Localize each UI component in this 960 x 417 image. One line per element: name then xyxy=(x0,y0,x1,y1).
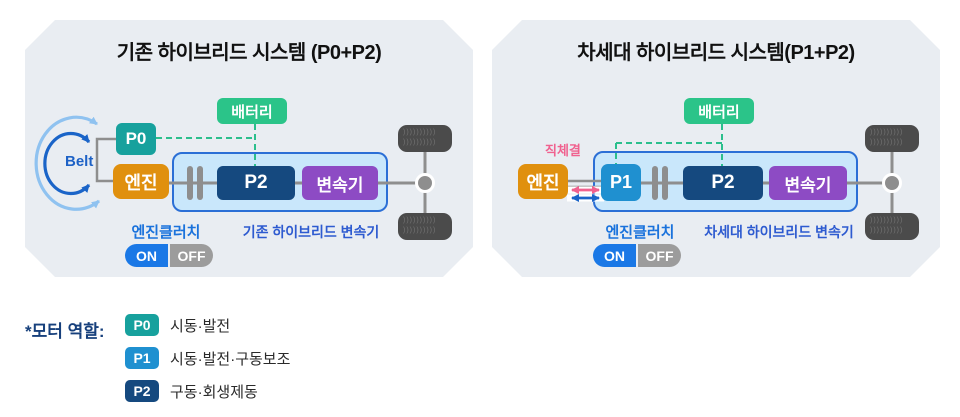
panel-title: 기존 하이브리드 시스템 (P0+P2) xyxy=(116,42,382,64)
transmission-box: 변속기 xyxy=(302,166,378,200)
motor-p0-box: P0 xyxy=(116,123,156,155)
legend-text-p0: 시동·발전 xyxy=(170,317,231,335)
panel-title: 차세대 하이브리드 시스템(P1+P2) xyxy=(577,42,855,64)
toggle-off-button[interactable]: OFF xyxy=(170,244,213,267)
engine-p1-shaft-lines xyxy=(568,181,601,187)
engine-box: 엔진 xyxy=(113,164,169,199)
direct-link-label: 직체결 xyxy=(545,143,581,158)
axle-joint xyxy=(417,175,434,192)
motor-p2-box: P2 xyxy=(217,166,295,200)
toggle-on-button[interactable]: ON xyxy=(125,244,168,267)
engine-clutch-caption: 엔진클러치 xyxy=(131,224,201,241)
panel-nextgen-hybrid-system: 차세대 하이브리드 시스템(P1+P2) 직체결 배터리 엔진 P1 P2 변속… xyxy=(492,20,940,277)
clutch-bar-icon xyxy=(662,166,668,200)
axle-joint xyxy=(884,175,901,192)
toggle-on-button[interactable]: ON xyxy=(593,244,636,267)
gearbox-caption: 기존 하이브리드 변속기 xyxy=(242,224,380,240)
diagram-lines-layer xyxy=(492,20,940,277)
p0-engine-link-line xyxy=(97,139,116,181)
wheel xyxy=(865,213,919,240)
engine-box: 엔진 xyxy=(518,164,568,199)
legend-text-p2: 구동·회생제동 xyxy=(170,383,258,401)
belt-outer-arrow xyxy=(36,117,99,209)
engine-clutch-toggle[interactable]: ON OFF xyxy=(593,244,681,267)
belt-inner-arrow xyxy=(45,134,89,194)
belt-label: Belt xyxy=(65,153,94,170)
clutch-bar-icon xyxy=(197,166,203,200)
legend-badge-p1: P1 xyxy=(125,347,159,369)
toggle-off-button[interactable]: OFF xyxy=(638,244,681,267)
motor-p1-box: P1 xyxy=(601,164,641,201)
clutch-bar-icon xyxy=(187,166,193,200)
battery-box: 배터리 xyxy=(684,98,754,124)
battery-dash-line xyxy=(616,124,722,166)
legend-text-p1: 시동·발전·구동보조 xyxy=(170,350,291,368)
transmission-box: 변속기 xyxy=(769,166,847,200)
battery-box: 배터리 xyxy=(217,98,287,124)
motor-p2-box: P2 xyxy=(683,166,763,200)
legend-badge-p0: P0 xyxy=(125,314,159,336)
engine-clutch-toggle[interactable]: ON OFF xyxy=(125,244,213,267)
legend-heading: *모터 역할: xyxy=(25,322,105,341)
clutch-bar-icon xyxy=(652,166,658,200)
engine-clutch-caption: 엔진클러치 xyxy=(605,224,675,241)
panel-existing-hybrid-system: 기존 하이브리드 시스템 (P0+P2) Belt 배터리 P0 엔진 P2 변… xyxy=(25,20,473,277)
wheel xyxy=(398,125,452,152)
battery-dash-line xyxy=(156,124,255,166)
diagram-lines-layer xyxy=(25,20,473,277)
gearbox-caption: 차세대 하이브리드 변속기 xyxy=(704,224,854,240)
wheel xyxy=(865,125,919,152)
wheel xyxy=(398,213,452,240)
legend-row-p1: P1 시동·발전·구동보조 xyxy=(125,347,290,369)
legend-badge-p2: P2 xyxy=(125,380,159,402)
legend-row-p2: P2 구동·회생제동 xyxy=(125,380,258,402)
legend-row-p0: P0 시동·발전 xyxy=(125,314,230,336)
